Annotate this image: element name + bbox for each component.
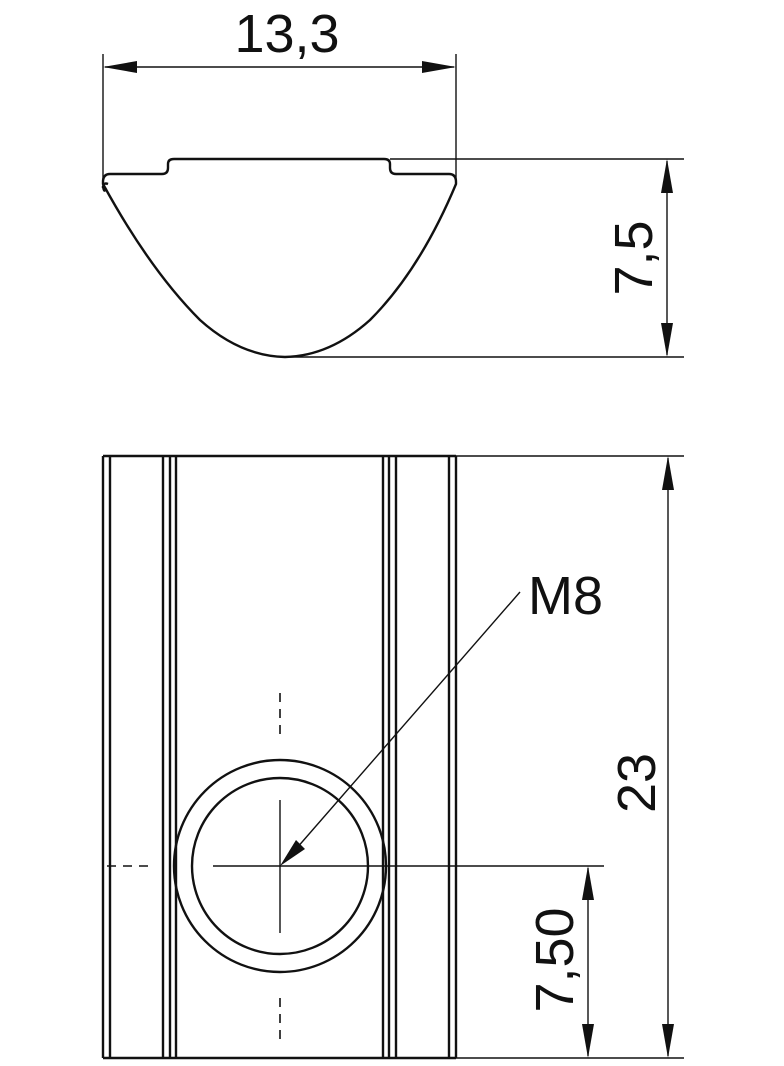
arrowhead-up xyxy=(661,159,673,193)
offset-label: 7,50 xyxy=(525,907,585,1012)
width-label: 13,3 xyxy=(234,4,339,64)
arrowhead-up xyxy=(582,866,594,900)
arrowhead-up xyxy=(662,456,674,490)
arrowhead-down xyxy=(662,1024,674,1058)
thread-leader-line xyxy=(288,591,521,858)
arrowhead-down xyxy=(582,1024,594,1058)
profile-outline xyxy=(101,157,458,359)
plan-view: M8 23 7,50 xyxy=(101,454,684,1060)
height-label: 7,5 xyxy=(604,220,664,295)
thread-label: M8 xyxy=(528,566,603,626)
profile-view: 13,3 7,5 xyxy=(101,4,684,359)
arrowhead-down xyxy=(661,323,673,357)
arrowhead-right xyxy=(422,61,456,73)
arrowhead-left xyxy=(103,61,137,73)
length-label: 23 xyxy=(607,753,667,813)
leader-arrowhead xyxy=(280,840,305,866)
